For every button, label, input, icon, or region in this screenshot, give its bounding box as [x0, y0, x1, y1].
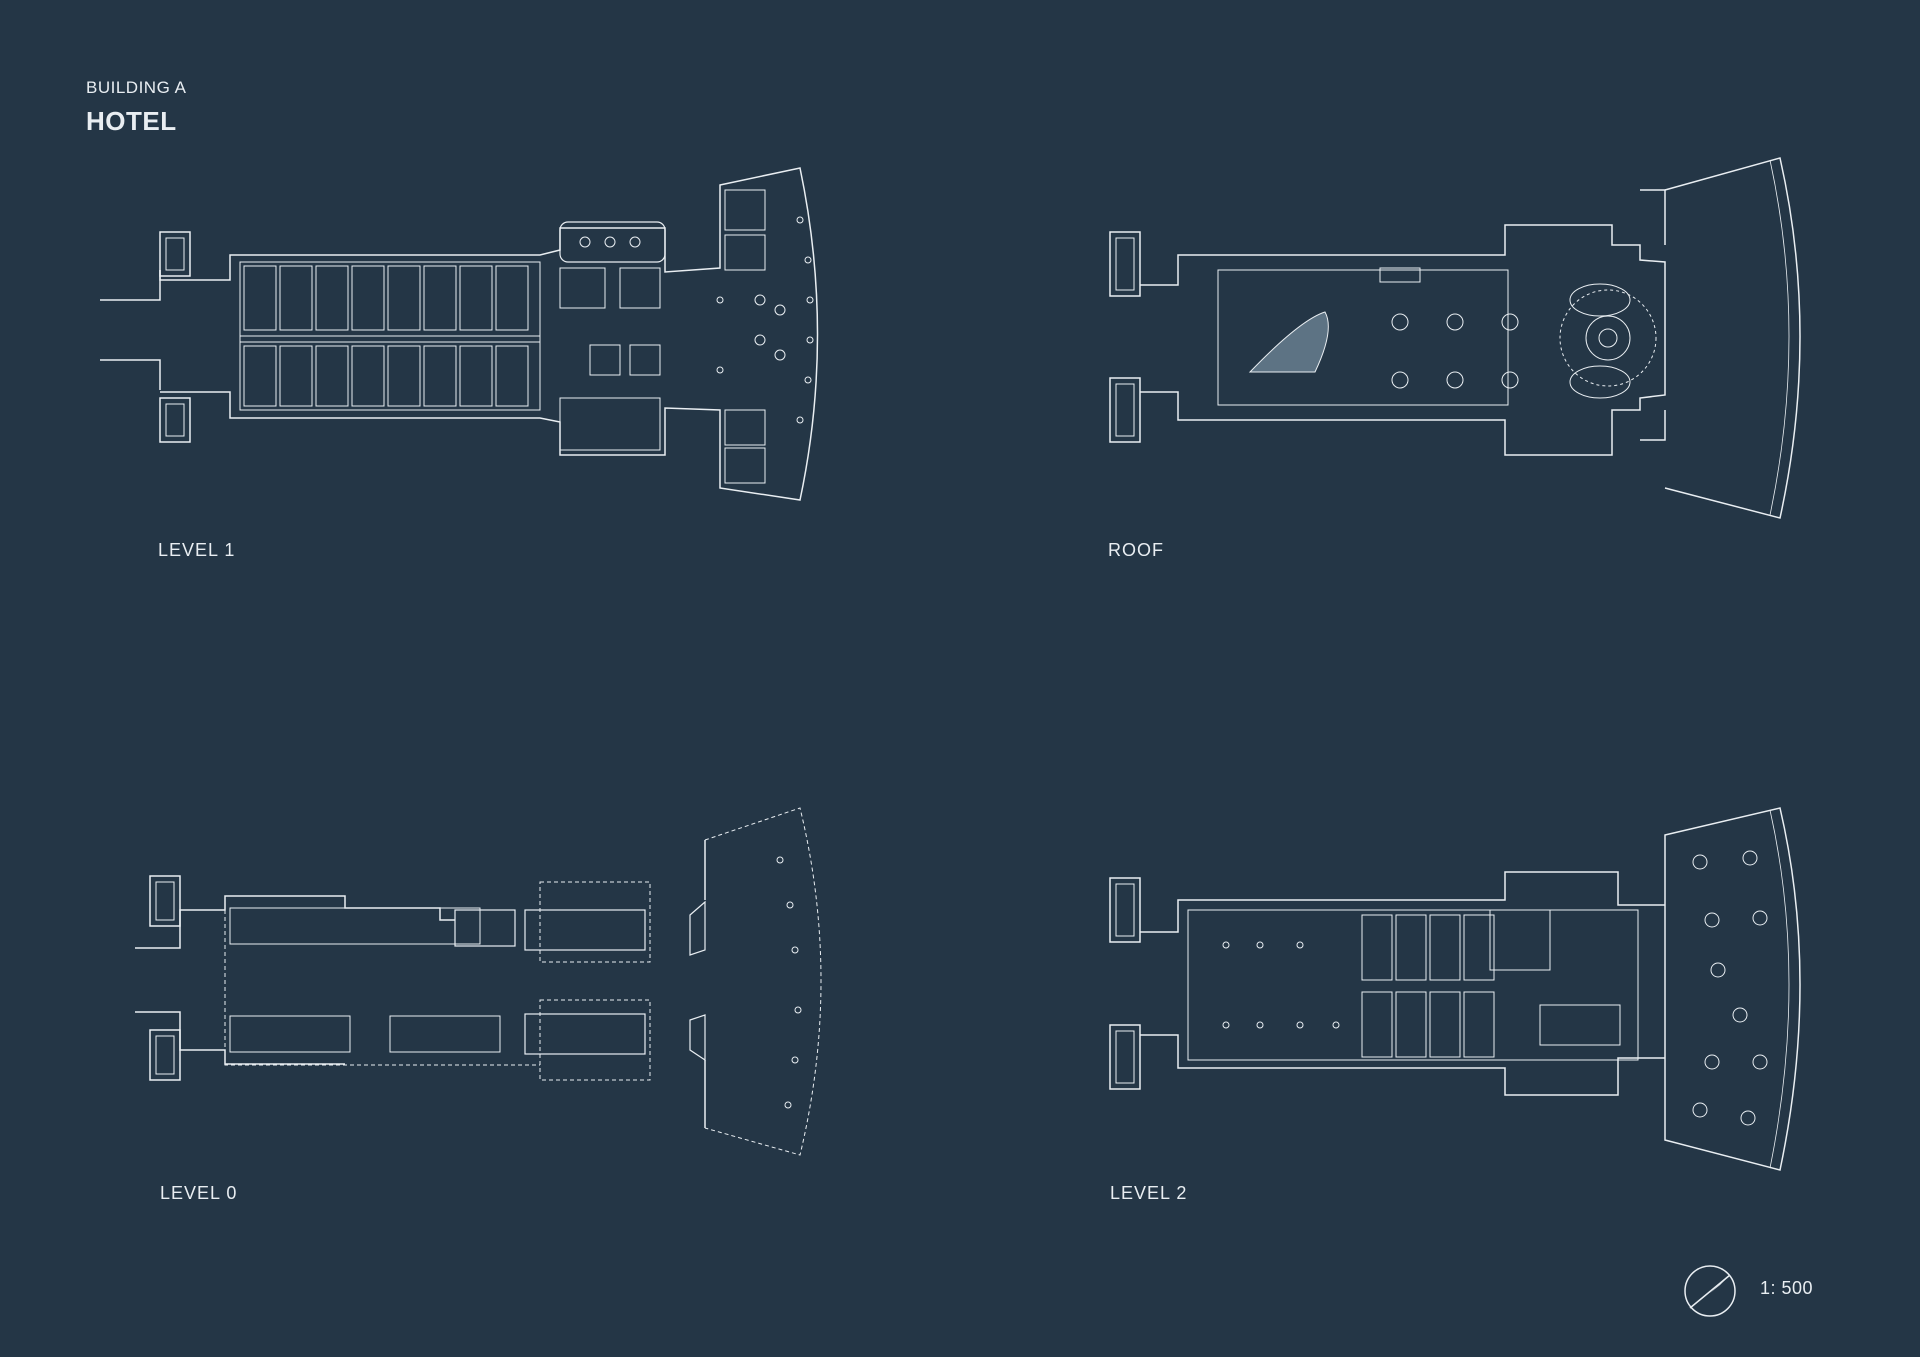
- scale-label: 1: 500: [1760, 1278, 1814, 1298]
- plan-level-0: [135, 807, 822, 1156]
- level-2-label: LEVEL 2: [1110, 1183, 1188, 1203]
- roof-label: ROOF: [1108, 540, 1164, 560]
- north-arrow-icon: [1684, 1265, 1736, 1317]
- plan-roof: [1109, 157, 1801, 519]
- sheet-header: BUILDING A HOTEL: [86, 78, 186, 137]
- plan-level-2: [1109, 807, 1801, 1171]
- level-1-label: LEVEL 1: [158, 540, 236, 560]
- building-title: HOTEL: [86, 106, 177, 136]
- plan-level-1: [100, 167, 819, 501]
- level-0-label: LEVEL 0: [160, 1183, 238, 1203]
- building-subtitle: BUILDING A: [86, 78, 187, 97]
